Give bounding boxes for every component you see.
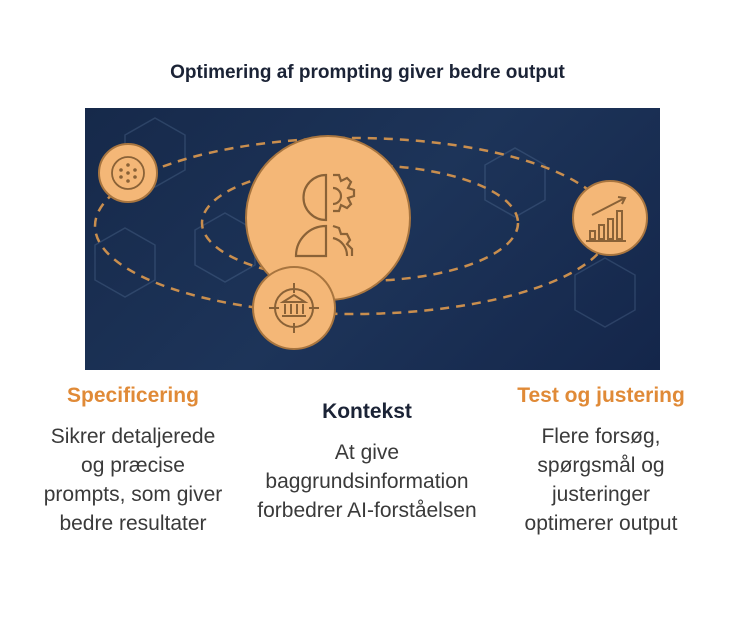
column-text: Flere forsøg, spørgsmål og justeringer o… xyxy=(524,425,678,535)
bank-target-icon xyxy=(252,266,336,350)
page-title: Optimering af prompting giver bedre outp… xyxy=(170,62,565,83)
column-specificering: Specificering Sikrer detaljerede og præc… xyxy=(23,384,243,538)
network-dots-icon xyxy=(98,143,158,203)
column-heading: Kontekst xyxy=(322,400,412,423)
column-heading: Test og justering xyxy=(517,384,685,407)
person-gear-icon xyxy=(245,135,411,301)
column-text: At give baggrundsinformation forbedrer A… xyxy=(257,441,477,522)
column-test: Test og justering Flere forsøg, spørgsmå… xyxy=(491,384,711,538)
column-kontekst: Kontekst At give baggrundsinformation fo… xyxy=(257,400,477,525)
column-text: Sikrer detaljerede og præcise prompts, s… xyxy=(43,425,223,535)
growth-chart-icon xyxy=(572,180,648,256)
hero-illustration xyxy=(85,108,660,370)
column-heading: Specificering xyxy=(67,384,199,407)
